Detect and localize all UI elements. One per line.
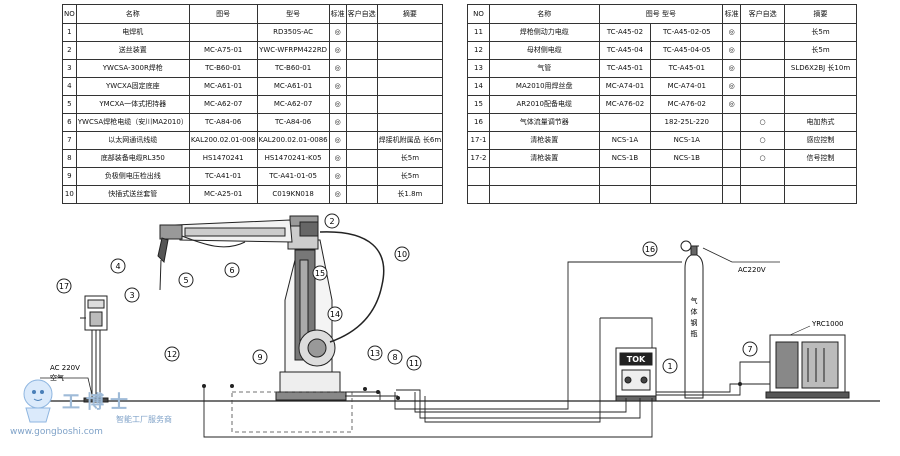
callout-9: 9 [252,349,268,365]
controller-label-leader [789,325,811,336]
cylinder-label: 气 体 钢 瓶 [691,296,698,338]
table-left-cell: 以太网通讯线缆 [75,131,190,150]
callout-4: 4 [110,258,126,274]
table-left-cell [345,185,378,204]
table-right-header-3: 标准 [722,4,742,24]
label-controller: YRC1000 [811,320,844,328]
mascot-icon [23,379,53,409]
callout-number: 8 [392,353,397,362]
callout-number: 16 [645,245,655,254]
callout-1: 1 [662,358,678,374]
watermark-brand: 工博士 [62,392,134,413]
feed-conduit [319,231,385,343]
callout-17: 17 [56,278,72,294]
welder-badge: TOK [627,355,646,364]
callout-5: 5 [178,272,194,288]
callout-6: 6 [224,262,240,278]
callout-number: 9 [257,353,262,362]
callout-number: 11 [409,359,419,368]
table-right-cell: 13 [467,59,490,78]
cylinder-char-2: 体 [691,307,698,316]
callout-2: 2 [324,213,340,229]
callout-8: 8 [387,349,403,365]
cable-dot-7 [738,382,742,386]
underfloor-box [231,391,353,433]
callout-10: 10 [394,246,410,262]
callout-16: 16 [642,241,658,257]
table-right-cell [598,185,652,204]
table-left-cell: 快插式送丝套管 [75,185,190,204]
cylinder-char-3: 钢 [691,318,698,327]
label-air: 空气 [50,373,64,382]
label-ac220v-left: AC 220V [50,364,80,372]
gun-cleaning-station [80,295,109,403]
callout-number: 5 [183,276,188,285]
air-line [40,377,93,396]
table-right-cell [467,185,490,204]
callout-number: 6 [229,266,234,275]
table-left-cell: 长1.8m [376,185,444,204]
table-right-cell: ◎ [722,77,742,96]
callout-13: 13 [367,345,383,361]
callout-11: 11 [406,355,422,371]
callout-number: 3 [129,291,134,300]
cable-dot-8 [376,390,380,394]
watermark-tagline: 智能工厂服务商 [116,415,172,424]
cable-dot-9 [230,384,234,388]
robot-arm [157,215,347,401]
robot-controller [765,334,850,399]
table-right-cell [784,185,857,204]
callout-number: 15 [315,269,325,278]
callout-number: 2 [329,217,334,226]
label-ac220v-right: AC220V [738,266,766,274]
table-right-cell [722,185,742,204]
callout-15: 15 [312,265,328,281]
callout-3: 3 [124,287,140,303]
table-row [467,185,857,204]
welding-power-source [615,347,657,402]
callout-number: 13 [370,349,380,358]
cable-dot-13 [363,387,367,391]
torch-cable [181,235,246,248]
callout-14: 14 [327,306,343,322]
callout-number: 4 [115,262,120,271]
cable-dot-11 [396,396,400,400]
table-right-cell: 17-2 [467,149,490,168]
callout-number: 12 [167,350,177,359]
callout-12: 12 [164,346,180,362]
callout-7: 7 [742,341,758,357]
table-left-cell: C019KN018 [256,185,330,204]
callout-number: 17 [59,282,69,291]
cable-dot-12 [202,384,206,388]
power-line-right [702,247,780,263]
watermark: 工博士 www.gongboshi.com 智能工厂服务商 [6,372,172,452]
table-row [467,167,857,186]
watermark-url: www.gongboshi.com [10,427,103,437]
cylinder-char-1: 气 [691,296,698,305]
cylinder-char-4: 瓶 [691,329,698,338]
callout-number: 14 [330,310,340,319]
watermark-logo [23,379,53,423]
callout-number: 10 [397,250,407,259]
callout-number: 7 [747,345,752,354]
gas-cylinder [680,240,704,399]
callout-number: 1 [667,362,672,371]
